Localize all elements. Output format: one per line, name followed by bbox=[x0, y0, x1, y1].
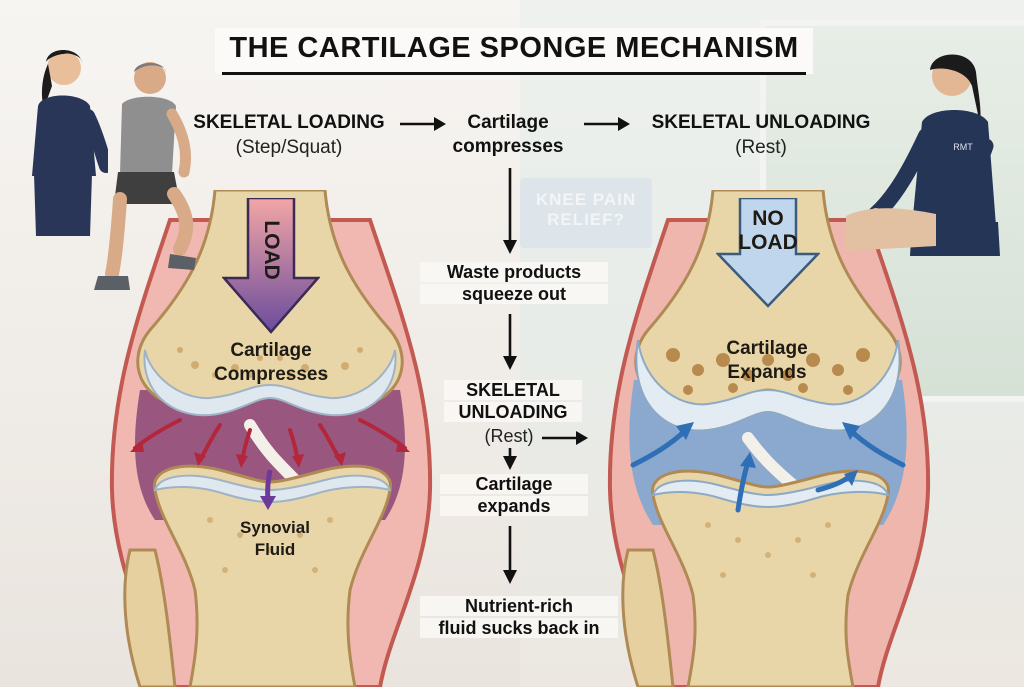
right-fibula bbox=[621, 548, 675, 687]
left-tibia-cartilage bbox=[153, 474, 392, 504]
center-unloading-sub: (Rest) bbox=[484, 426, 534, 446]
therapist-right-figure bbox=[846, 54, 1000, 256]
right-ligament bbox=[742, 432, 799, 491]
nutrient-fluid-line-1: Nutrient-rich bbox=[420, 596, 618, 617]
right-cartilage-label-line-2: Expands bbox=[727, 362, 807, 383]
title-backdrop bbox=[215, 28, 813, 74]
no-load-arrow-label-line-1: NO bbox=[752, 207, 784, 230]
left-femur-bone-pores bbox=[177, 347, 363, 379]
poster-line-2: RELIEF? bbox=[547, 210, 625, 229]
arrow-to-right-joint bbox=[542, 431, 588, 445]
waste-products-line-1: Waste products bbox=[420, 262, 608, 283]
right-femur-cartilage bbox=[635, 339, 901, 432]
left-knee-joint bbox=[109, 190, 433, 687]
nutrient-fluid-line-2: fluid sucks back in bbox=[420, 618, 618, 639]
skeletal-loading-sub: (Step/Squat) bbox=[235, 137, 343, 158]
arrow-down-3 bbox=[503, 448, 517, 470]
arrow-down-1 bbox=[503, 168, 517, 254]
skeletal-loading-label: SKELETAL LOADING bbox=[193, 112, 385, 133]
left-fibula bbox=[123, 548, 177, 687]
load-arrow bbox=[222, 198, 320, 334]
load-arrow-label: LOAD bbox=[260, 220, 284, 280]
left-ligament bbox=[244, 419, 301, 486]
right-tibia-bone-pores bbox=[705, 522, 831, 578]
therapist-left-figure bbox=[32, 50, 108, 236]
cartilage-expands-line-2: expands bbox=[440, 496, 588, 517]
arrow-loading-to-compress bbox=[400, 117, 446, 131]
no-load-arrow-label-line-2: LOAD bbox=[738, 231, 798, 254]
left-fluid-down-arrow bbox=[265, 469, 273, 501]
right-cartilage-label-line-1: Cartilage bbox=[726, 338, 808, 359]
therapist-badge: RMT bbox=[953, 142, 973, 152]
arrow-compress-to-unloading bbox=[584, 117, 630, 131]
left-tibia-bone-pores bbox=[207, 517, 333, 573]
right-fluid-in-arrowheads bbox=[676, 422, 860, 486]
left-femur-cartilage bbox=[143, 349, 397, 417]
cartilage-compresses-line-1: Cartilage bbox=[467, 112, 549, 133]
no-load-arrow bbox=[716, 198, 820, 308]
left-fluid-down-arrowhead bbox=[260, 496, 276, 510]
cartilage-compresses-line-2: compresses bbox=[452, 136, 564, 157]
waste-products-line-2: squeeze out bbox=[420, 284, 608, 305]
synovial-fluid-label-line-2: Fluid bbox=[254, 540, 296, 559]
center-unloading-line-2: UNLOADING bbox=[444, 402, 582, 423]
skeletal-unloading-label: SKELETAL UNLOADING bbox=[651, 112, 871, 133]
cartilage-expands-line-1: Cartilage bbox=[440, 474, 588, 495]
background-poster: KNEE PAIN RELIEF? bbox=[520, 178, 652, 248]
left-fluid-out-arrowheads bbox=[130, 440, 410, 468]
arrow-down-2 bbox=[503, 314, 517, 370]
left-cartilage-label-line-2: Compresses bbox=[213, 364, 329, 385]
poster-line-1: KNEE PAIN bbox=[535, 190, 637, 209]
title-underline bbox=[222, 72, 806, 75]
arrow-down-4 bbox=[503, 526, 517, 584]
page-title: THE CARTILAGE SPONGE MECHANISM bbox=[229, 32, 799, 64]
skeletal-unloading-sub: (Rest) bbox=[735, 137, 787, 158]
patient-squatting-figure bbox=[94, 62, 196, 290]
right-femur-bone-pores bbox=[666, 348, 870, 395]
center-unloading-line-1: SKELETAL bbox=[444, 380, 582, 401]
synovial-fluid-label-line-1: Synovial bbox=[240, 518, 310, 537]
left-cartilage-label-line-1: Cartilage bbox=[230, 340, 312, 361]
